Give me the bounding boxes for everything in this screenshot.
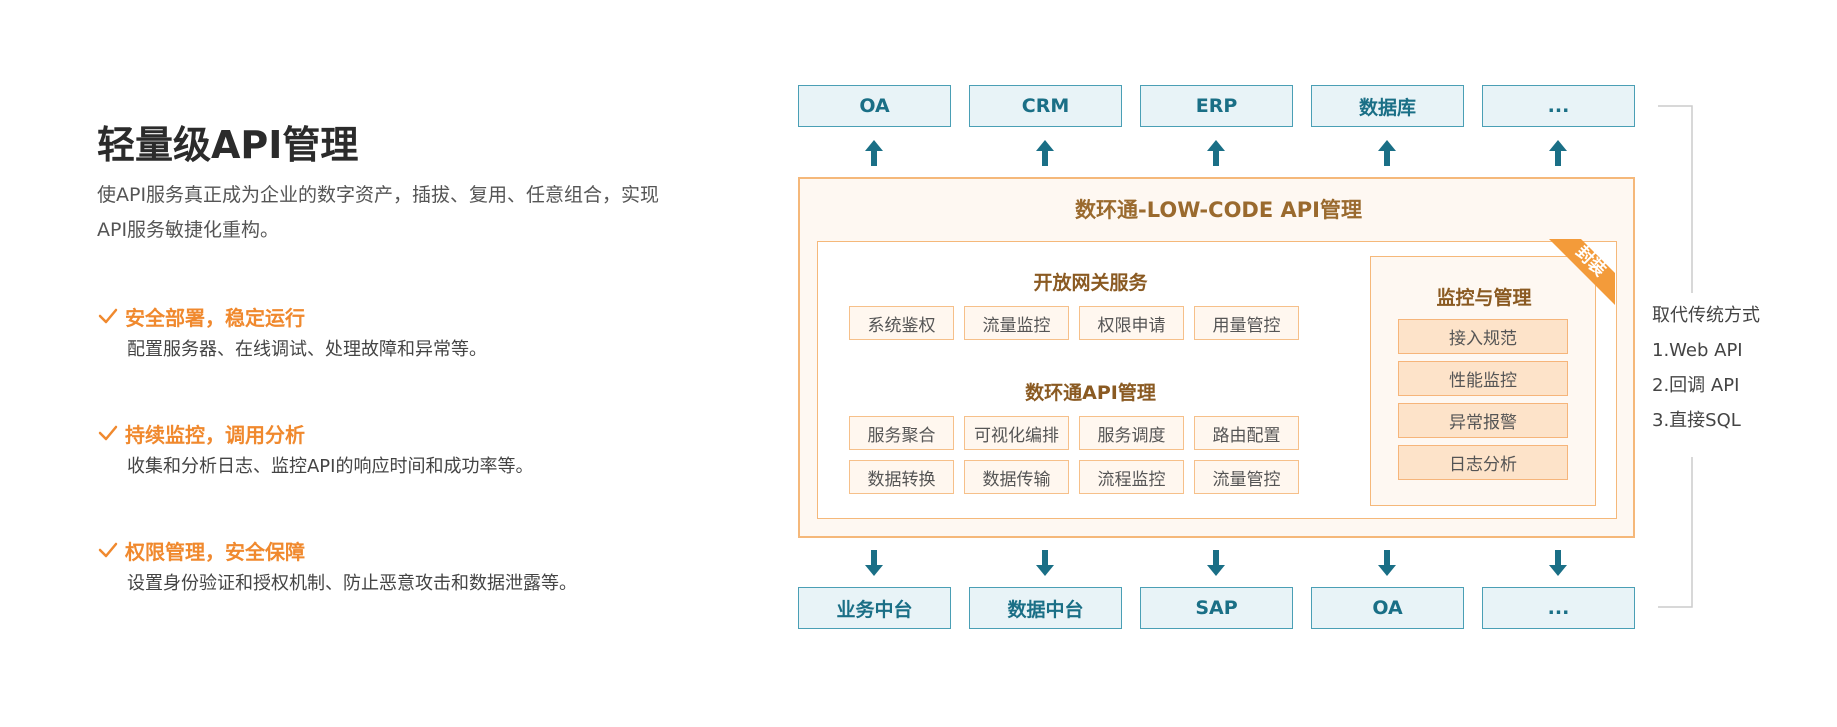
top-system-erp: ERP xyxy=(1140,85,1293,127)
bottom-system-oa: OA xyxy=(1311,587,1464,629)
encapsulation-ribbon: 封装 xyxy=(1549,239,1615,305)
arrow-up-icon xyxy=(1378,140,1396,166)
api-mgmt-item: 流程监控 xyxy=(1079,460,1184,494)
api-mgmt-item: 数据传输 xyxy=(964,460,1069,494)
top-system-crm: CRM xyxy=(969,85,1122,127)
feature-title: 权限管理，安全保障 xyxy=(125,539,305,564)
feature-desc: 配置服务器、在线调试、处理故障和异常等。 xyxy=(127,339,487,360)
api-mgmt-item: 服务聚合 xyxy=(849,416,954,450)
api-mgmt-item: 路由配置 xyxy=(1194,416,1299,450)
gateway-item: 权限申请 xyxy=(1079,306,1184,340)
api-mgmt-title: 数环通API管理 xyxy=(1025,382,1156,404)
feature-item: 安全部署，稳定运行 配置服务器、在线调试、处理故障和异常等。 xyxy=(97,301,487,361)
arrow-down-icon xyxy=(865,550,883,576)
api-mgmt-item: 服务调度 xyxy=(1079,416,1184,450)
subtitle: 使API服务真正成为企业的数字资产，插拔、复用、任意组合，实现 API服务敏捷化… xyxy=(97,178,697,248)
replace-list: 取代传统方式 1.Web API 2.回调 API 3.直接SQL xyxy=(1652,298,1760,438)
top-system-oa: OA xyxy=(798,85,951,127)
monitor-item: 日志分析 xyxy=(1398,445,1568,480)
arrow-down-icon xyxy=(1036,550,1054,576)
monitor-item: 异常报警 xyxy=(1398,403,1568,438)
bottom-system-data-center: 数据中台 xyxy=(969,587,1122,629)
bracket-line xyxy=(1658,105,1693,608)
arrow-up-icon xyxy=(1036,140,1054,166)
replace-title: 取代传统方式 xyxy=(1652,305,1760,326)
check-icon xyxy=(98,308,118,324)
feature-desc: 设置身份验证和授权机制、防止恶意攻击和数据泄露等。 xyxy=(127,573,577,594)
arrow-up-icon xyxy=(1207,140,1225,166)
bottom-system-business-center: 业务中台 xyxy=(798,587,951,629)
feature-desc: 收集和分析日志、监控API的响应时间和成功率等。 xyxy=(127,456,534,477)
gateway-item: 用量管控 xyxy=(1194,306,1299,340)
top-system-database: 数据库 xyxy=(1311,85,1464,127)
replace-item: 1.Web API xyxy=(1652,340,1743,361)
monitor-item: 接入规范 xyxy=(1398,319,1568,354)
feature-title: 安全部署，稳定运行 xyxy=(125,305,305,330)
arrow-down-icon xyxy=(1549,550,1567,576)
platform-inner: 开放网关服务 系统鉴权 流量监控 权限申请 用量管控 数环通API管理 服务聚合… xyxy=(817,241,1617,519)
page-title: 轻量级API管理 xyxy=(97,123,359,167)
arrow-down-icon xyxy=(1378,550,1396,576)
subtitle-line-2: API服务敏捷化重构。 xyxy=(97,219,280,241)
check-icon xyxy=(98,542,118,558)
arrow-up-icon xyxy=(1549,140,1567,166)
monitor-title: 监控与管理 xyxy=(1436,287,1532,309)
feature-item: 持续监控，调用分析 收集和分析日志、监控API的响应时间和成功率等。 xyxy=(97,418,533,478)
subtitle-line-1: 使API服务真正成为企业的数字资产，插拔、复用、任意组合，实现 xyxy=(97,184,660,206)
replace-item: 3.直接SQL xyxy=(1652,410,1741,431)
gateway-title: 开放网关服务 xyxy=(1033,272,1148,294)
replace-item: 2.回调 API xyxy=(1652,375,1740,396)
monitor-box: 监控与管理 接入规范 性能监控 异常报警 日志分析 xyxy=(1370,256,1596,506)
platform-box: 数环通-LOW-CODE API管理 开放网关服务 系统鉴权 流量监控 权限申请… xyxy=(798,177,1635,538)
monitor-item: 性能监控 xyxy=(1398,361,1568,396)
gateway-item: 流量监控 xyxy=(964,306,1069,340)
platform-title: 数环通-LOW-CODE API管理 xyxy=(1075,198,1362,222)
feature-item: 权限管理，安全保障 设置身份验证和授权机制、防止恶意攻击和数据泄露等。 xyxy=(97,535,577,595)
api-mgmt-item: 数据转换 xyxy=(849,460,954,494)
arrow-down-icon xyxy=(1207,550,1225,576)
arrow-up-icon xyxy=(865,140,883,166)
bottom-system-more: ... xyxy=(1482,587,1635,629)
feature-title: 持续监控，调用分析 xyxy=(125,422,305,447)
top-system-more: ... xyxy=(1482,85,1635,127)
check-icon xyxy=(98,425,118,441)
api-mgmt-item: 可视化编排 xyxy=(964,416,1069,450)
gateway-item: 系统鉴权 xyxy=(849,306,954,340)
bottom-system-sap: SAP xyxy=(1140,587,1293,629)
api-mgmt-item: 流量管控 xyxy=(1194,460,1299,494)
